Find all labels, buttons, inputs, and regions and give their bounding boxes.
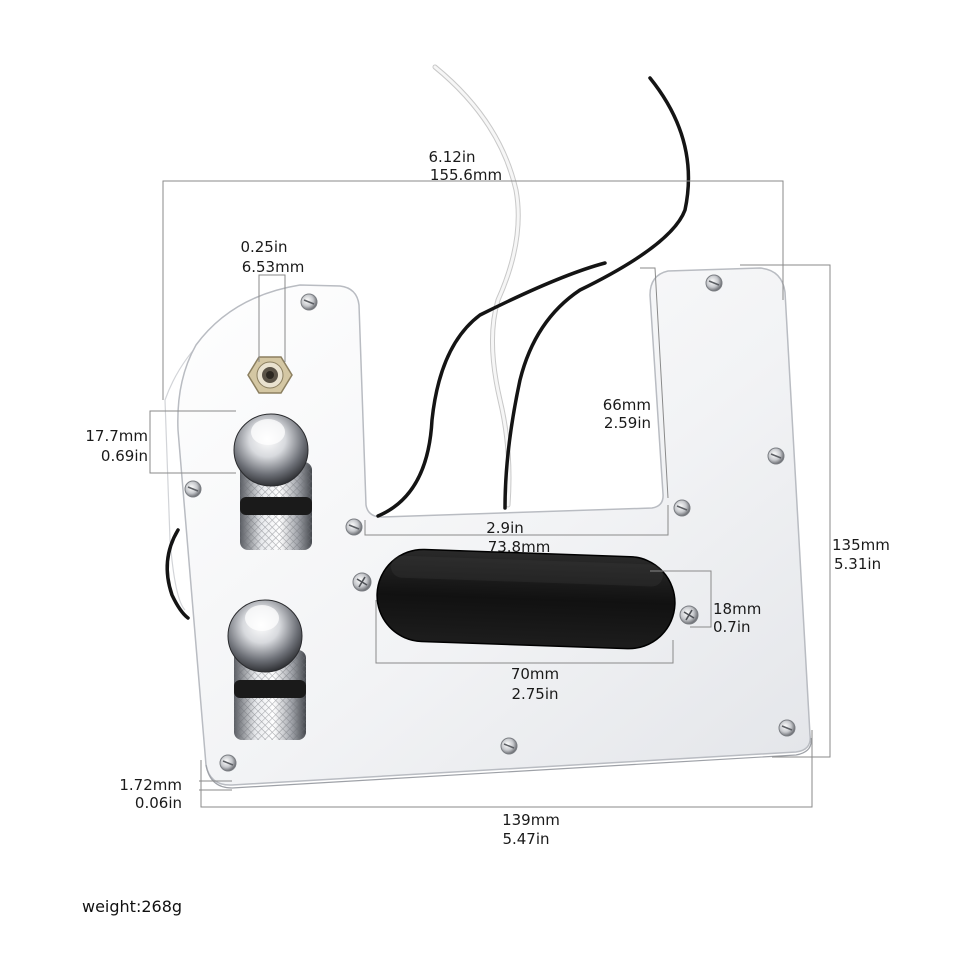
knob-tone (227, 599, 306, 740)
black-wire-2 (376, 261, 607, 518)
thickness-mm-label: 1.72mm (119, 776, 182, 794)
screw-icon (500, 737, 518, 755)
screw-icon (767, 447, 785, 465)
screw-icon (300, 293, 318, 311)
screw-icon (184, 480, 202, 498)
pickup-height-mm-label: 18mm (713, 600, 761, 618)
knob-mm-label: 17.7mm (85, 427, 148, 445)
black-wire-left (165, 528, 190, 620)
cutout-height-mm-label: 66mm (603, 396, 651, 414)
white-wire-core (433, 65, 520, 507)
thickness-in-label: 0.06in (135, 794, 182, 812)
screw-icon (705, 274, 723, 292)
screw-icon (673, 499, 691, 517)
output-jack (247, 356, 293, 394)
plate-width-in-label: 5.47in (502, 830, 549, 848)
cutout-height-in-label: 2.59in (604, 414, 651, 432)
cutout-width-mm-label: 73.8mm (488, 538, 551, 556)
pickup-height-in-label: 0.7in (713, 618, 751, 636)
jack-in-label: 0.25in (240, 238, 287, 256)
width-overall-mm-label: 155.6mm (430, 166, 502, 184)
pickup-screw-icon (352, 572, 372, 592)
plate-height-in-label: 5.31in (834, 555, 881, 573)
plate-height-mm-label: 135mm (832, 536, 890, 554)
jack-mm-label: 6.53mm (242, 258, 305, 276)
plate-width-mm-label: 139mm (502, 811, 560, 829)
cutout-width-in-label: 2.9in (486, 519, 524, 537)
pickup-screw-icon (679, 605, 699, 625)
screw-icon (345, 518, 363, 536)
screw-icon (778, 719, 796, 737)
control-plate (177, 267, 811, 786)
weight-label: weight:268g (82, 897, 182, 916)
screws (184, 274, 796, 772)
black-wire-1 (503, 76, 691, 510)
plate-edge-shadow (205, 737, 812, 789)
width-overall-in-label: 6.12in (428, 148, 475, 166)
single-coil-pickup (376, 548, 676, 650)
pickup-length-mm-label: 70mm (511, 665, 559, 683)
screw-icon (219, 754, 237, 772)
dimension-lines (149, 180, 831, 808)
knob-volume (233, 413, 312, 550)
knob-in-label: 0.69in (101, 447, 148, 465)
pickup-length-in-label: 2.75in (511, 685, 558, 703)
